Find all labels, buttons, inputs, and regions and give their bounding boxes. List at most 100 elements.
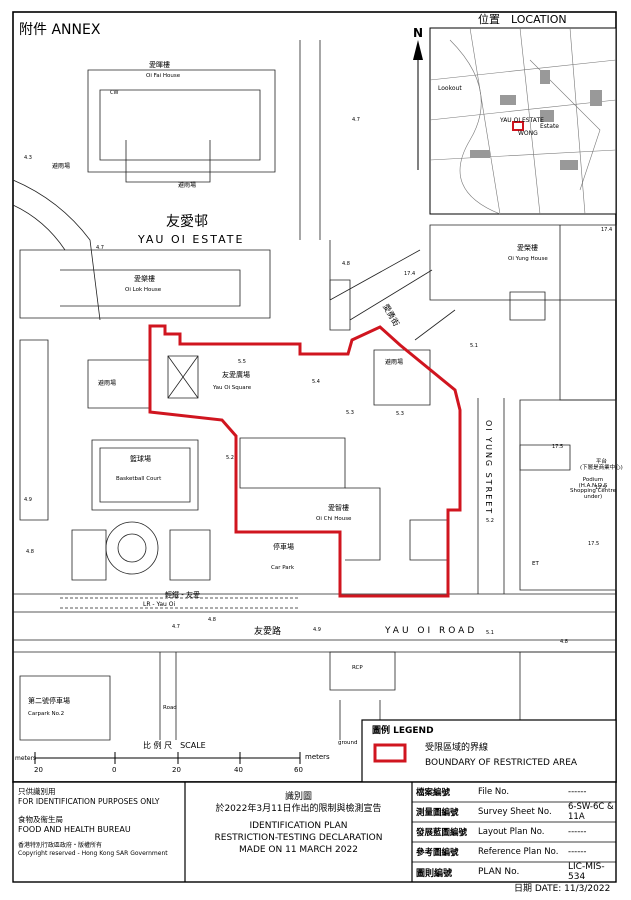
spot-height: 4.8 xyxy=(208,617,216,623)
spot-height: 5.5 xyxy=(238,359,246,365)
row-label: 圖則編號 xyxy=(416,868,453,879)
row-value: ------ xyxy=(568,827,587,837)
bureau-en: FOOD AND HEALTH BUREAU xyxy=(18,825,131,835)
plan-title-en: IDENTIFICATION PLAN xyxy=(249,821,348,832)
declaration-date: MADE ON 11 MARCH 2022 xyxy=(239,844,358,855)
estate-name-en: YAU OI ESTATE xyxy=(138,233,245,246)
row-label-en: Layout Plan No. xyxy=(478,827,545,837)
building-label-cn: 愛樂樓 xyxy=(134,275,155,283)
inset-label: WONG xyxy=(518,130,538,137)
spot-height: 5.2 xyxy=(486,518,494,524)
survey-sheet-row: 測量圖編號 Survey Sheet No. 6-SW-6C & 11A xyxy=(412,802,616,822)
row-label: 檔案編號 xyxy=(416,788,451,798)
spot-height: 5.3 xyxy=(346,410,354,416)
legend-item-en: BOUNDARY OF RESTRICTED AREA xyxy=(425,758,578,768)
annex-label: 附件 ANNEX xyxy=(19,22,101,38)
building-label-en: Oi Lok House xyxy=(125,287,162,293)
scale-tick: 0 xyxy=(112,766,117,774)
row-label-en: Survey Sheet No. xyxy=(478,807,552,817)
scale-unit: meters xyxy=(305,753,330,761)
inset-label: YAU OI ESTATE xyxy=(500,117,544,124)
inset-label: Estate xyxy=(540,123,559,130)
spot-height: 5.1 xyxy=(486,630,494,636)
row-label: 發展藍圖編號 xyxy=(416,828,468,838)
spot-height: 4.3 xyxy=(24,155,32,161)
lrt-stop-en: LR - Yau Oi xyxy=(143,601,176,608)
building-label-cn: 友愛廣場 xyxy=(222,371,250,379)
spot-height: 5.1 xyxy=(470,343,478,349)
north-arrow-label: N xyxy=(413,26,424,40)
row-value: 6-SW-6C & 11A xyxy=(568,802,614,822)
podium-label-cn: 平台 (下層是商業中心) xyxy=(580,459,623,471)
legend-title: 圖例 LEGEND xyxy=(372,726,434,736)
spot-height: 5.4 xyxy=(312,379,320,385)
plan-no-row: 圖則編號 PLAN No. LIC-MIS-534 xyxy=(412,862,616,882)
spot-height: 4.8 xyxy=(26,549,34,555)
row-label: 測量圖編號 xyxy=(416,808,459,818)
row-label-en: PLAN No. xyxy=(478,867,520,877)
building-label-cn: 愛暉樓 xyxy=(149,61,170,69)
shelter-label: 避雨場 xyxy=(52,163,71,170)
scale-tick: 20 xyxy=(172,766,181,774)
spot-height: 17.4 xyxy=(404,271,416,277)
file-no-row: 檔案編號 File No. ------ xyxy=(412,782,616,802)
row-label-en: File No. xyxy=(478,787,510,797)
map-small-label: ET xyxy=(532,561,539,567)
spot-height: 4.7 xyxy=(352,117,360,123)
layout-plan-row: 發展藍圖編號 Layout Plan No. ------ xyxy=(412,822,616,842)
bureau-cn: 食物及衞生局 xyxy=(18,815,63,825)
scale-unit: meters xyxy=(15,755,37,762)
copyright-en: Copyright reserved - Hong Kong SAR Gover… xyxy=(18,850,168,858)
building-label-en: Oi Fai House xyxy=(146,73,181,79)
scale-title: 比 例 尺 SCALE xyxy=(143,741,206,750)
scale-tick: 20 xyxy=(34,766,43,774)
declaration-en: RESTRICTION-TESTING DECLARATION xyxy=(214,833,383,844)
spot-height: 4.9 xyxy=(24,497,32,503)
map-small-label: CW xyxy=(110,90,119,96)
spot-height: 4.7 xyxy=(96,245,104,251)
spot-height: 4.8 xyxy=(560,639,568,645)
spot-height: 17.5 xyxy=(595,485,607,491)
date-line: 日期 DATE: 11/3/2022 xyxy=(514,884,611,894)
spot-height: 17.5 xyxy=(552,444,564,450)
use-cn: 只供識別用 xyxy=(18,787,56,796)
shelter-label: 避雨場 xyxy=(385,359,404,366)
building-label-cn: 愛榮樓 xyxy=(517,244,538,252)
use-en: FOR IDENTIFICATION PURPOSES ONLY xyxy=(18,797,160,807)
building-label-en: Car Park xyxy=(271,565,295,571)
road-name-cn: 友愛路 xyxy=(254,627,282,637)
building-label-cn: 第二號停車場 xyxy=(28,697,70,705)
row-value: ------ xyxy=(568,847,587,857)
spot-height: 4.9 xyxy=(313,627,321,633)
shelter-label: 避雨場 xyxy=(98,380,117,387)
row-label-en: Reference Plan No. xyxy=(478,847,559,857)
scale-tick: 60 xyxy=(294,766,303,774)
footer-left: 只供識別用 FOR IDENTIFICATION PURPOSES ONLY 食… xyxy=(18,787,183,858)
spot-height: 17.4 xyxy=(601,227,613,233)
footer-center: 識別圖 於2022年3月11日作出的限制與檢測宣告 IDENTIFICATION… xyxy=(185,792,412,856)
location-title: 位置 LOCATION xyxy=(478,13,567,26)
scale-tick: 40 xyxy=(234,766,243,774)
restricted-area-boundary xyxy=(148,324,462,598)
street-name-vertical: OI YUNG STREET xyxy=(484,420,493,516)
spot-height: 17.5 xyxy=(588,541,600,547)
building-label-cn: 籃球場 xyxy=(130,455,151,463)
spot-height: 5.2 xyxy=(226,455,234,461)
spot-height: 4.7 xyxy=(172,624,180,630)
building-label-cn: 愛智樓 xyxy=(328,504,349,512)
map-small-label: Road xyxy=(163,705,177,711)
building-label-en: Yau Oi Square xyxy=(213,385,252,391)
map-small-label: ground xyxy=(338,740,358,746)
reference-plan-row: 參考圖編號 Reference Plan No. ------ xyxy=(412,842,616,862)
building-label-en: Oi Chi House xyxy=(316,516,352,522)
building-label-en: Carpark No.2 xyxy=(28,711,65,717)
estate-name-cn: 友愛邨 xyxy=(166,214,208,230)
spot-height: 5.3 xyxy=(396,411,404,417)
spot-height: 4.8 xyxy=(342,261,350,267)
plan-title-cn: 識別圖 xyxy=(284,792,312,802)
declaration-cn: 於2022年3月11日作出的限制與檢測宣告 xyxy=(215,803,382,814)
row-value: LIC-MIS-534 xyxy=(568,862,605,882)
copyright-cn: 香港特別行政區政府・版權所有 xyxy=(18,842,103,850)
lrt-stop-cn: 輕鐵 - 友愛 xyxy=(165,591,200,599)
